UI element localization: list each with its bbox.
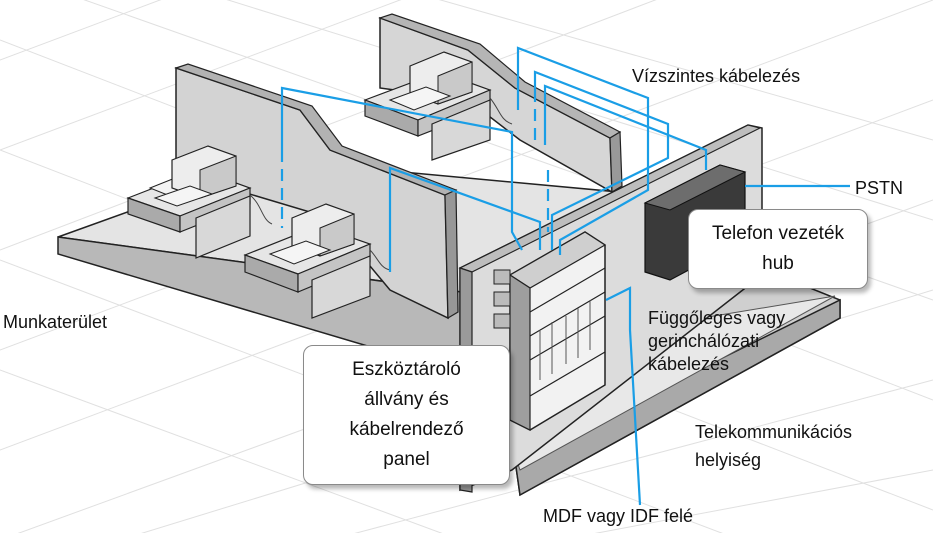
phone-hub-line-1: Telefon vezeték [711,223,845,244]
telecom-room-line-1: Telekommunikációs [695,422,853,442]
equipment-rack [493,231,607,431]
pstn-label: PSTN [855,178,904,198]
equipment-rack-line-2: állvány és [364,389,449,410]
vertical-cabling-line-3: kábelezés [648,354,730,374]
telecom-room-floor [514,267,841,497]
workstation-center [243,203,372,319]
equipment-rack-callout: Eszköztároló állvány és kábelrendező pan… [303,345,510,485]
vertical-cabling-label: Függőleges vagy gerinchálózati kábelezés [648,307,785,376]
equipment-rack-line-1: Eszköztároló [352,359,461,380]
work-area-label: Munkaterület [3,312,108,332]
to-mdf-idf-label: MDF vagy IDF felé [543,506,694,526]
vertical-cabling-line-1: Függőleges vagy [648,308,786,328]
workstation-back [363,51,492,161]
equipment-rack-line-3: kábelrendező [349,419,464,440]
vertical-cabling-line-2: gerinchálózati [648,331,760,351]
workstation-left [126,145,252,259]
horizontal-cables [280,46,850,506]
dashed-cable-segments [280,90,550,272]
equipment-rack-line-4: panel [383,449,430,470]
horizontal-cabling-label: Vízszintes kábelezés [632,66,801,86]
telecom-room-line-2: helyiség [695,450,762,470]
phone-hub-callout: Telefon vezeték hub [688,209,868,289]
phone-hub-line-2: hub [762,253,794,274]
telecom-room-label: Telekommunikációs helyiség [695,418,852,474]
